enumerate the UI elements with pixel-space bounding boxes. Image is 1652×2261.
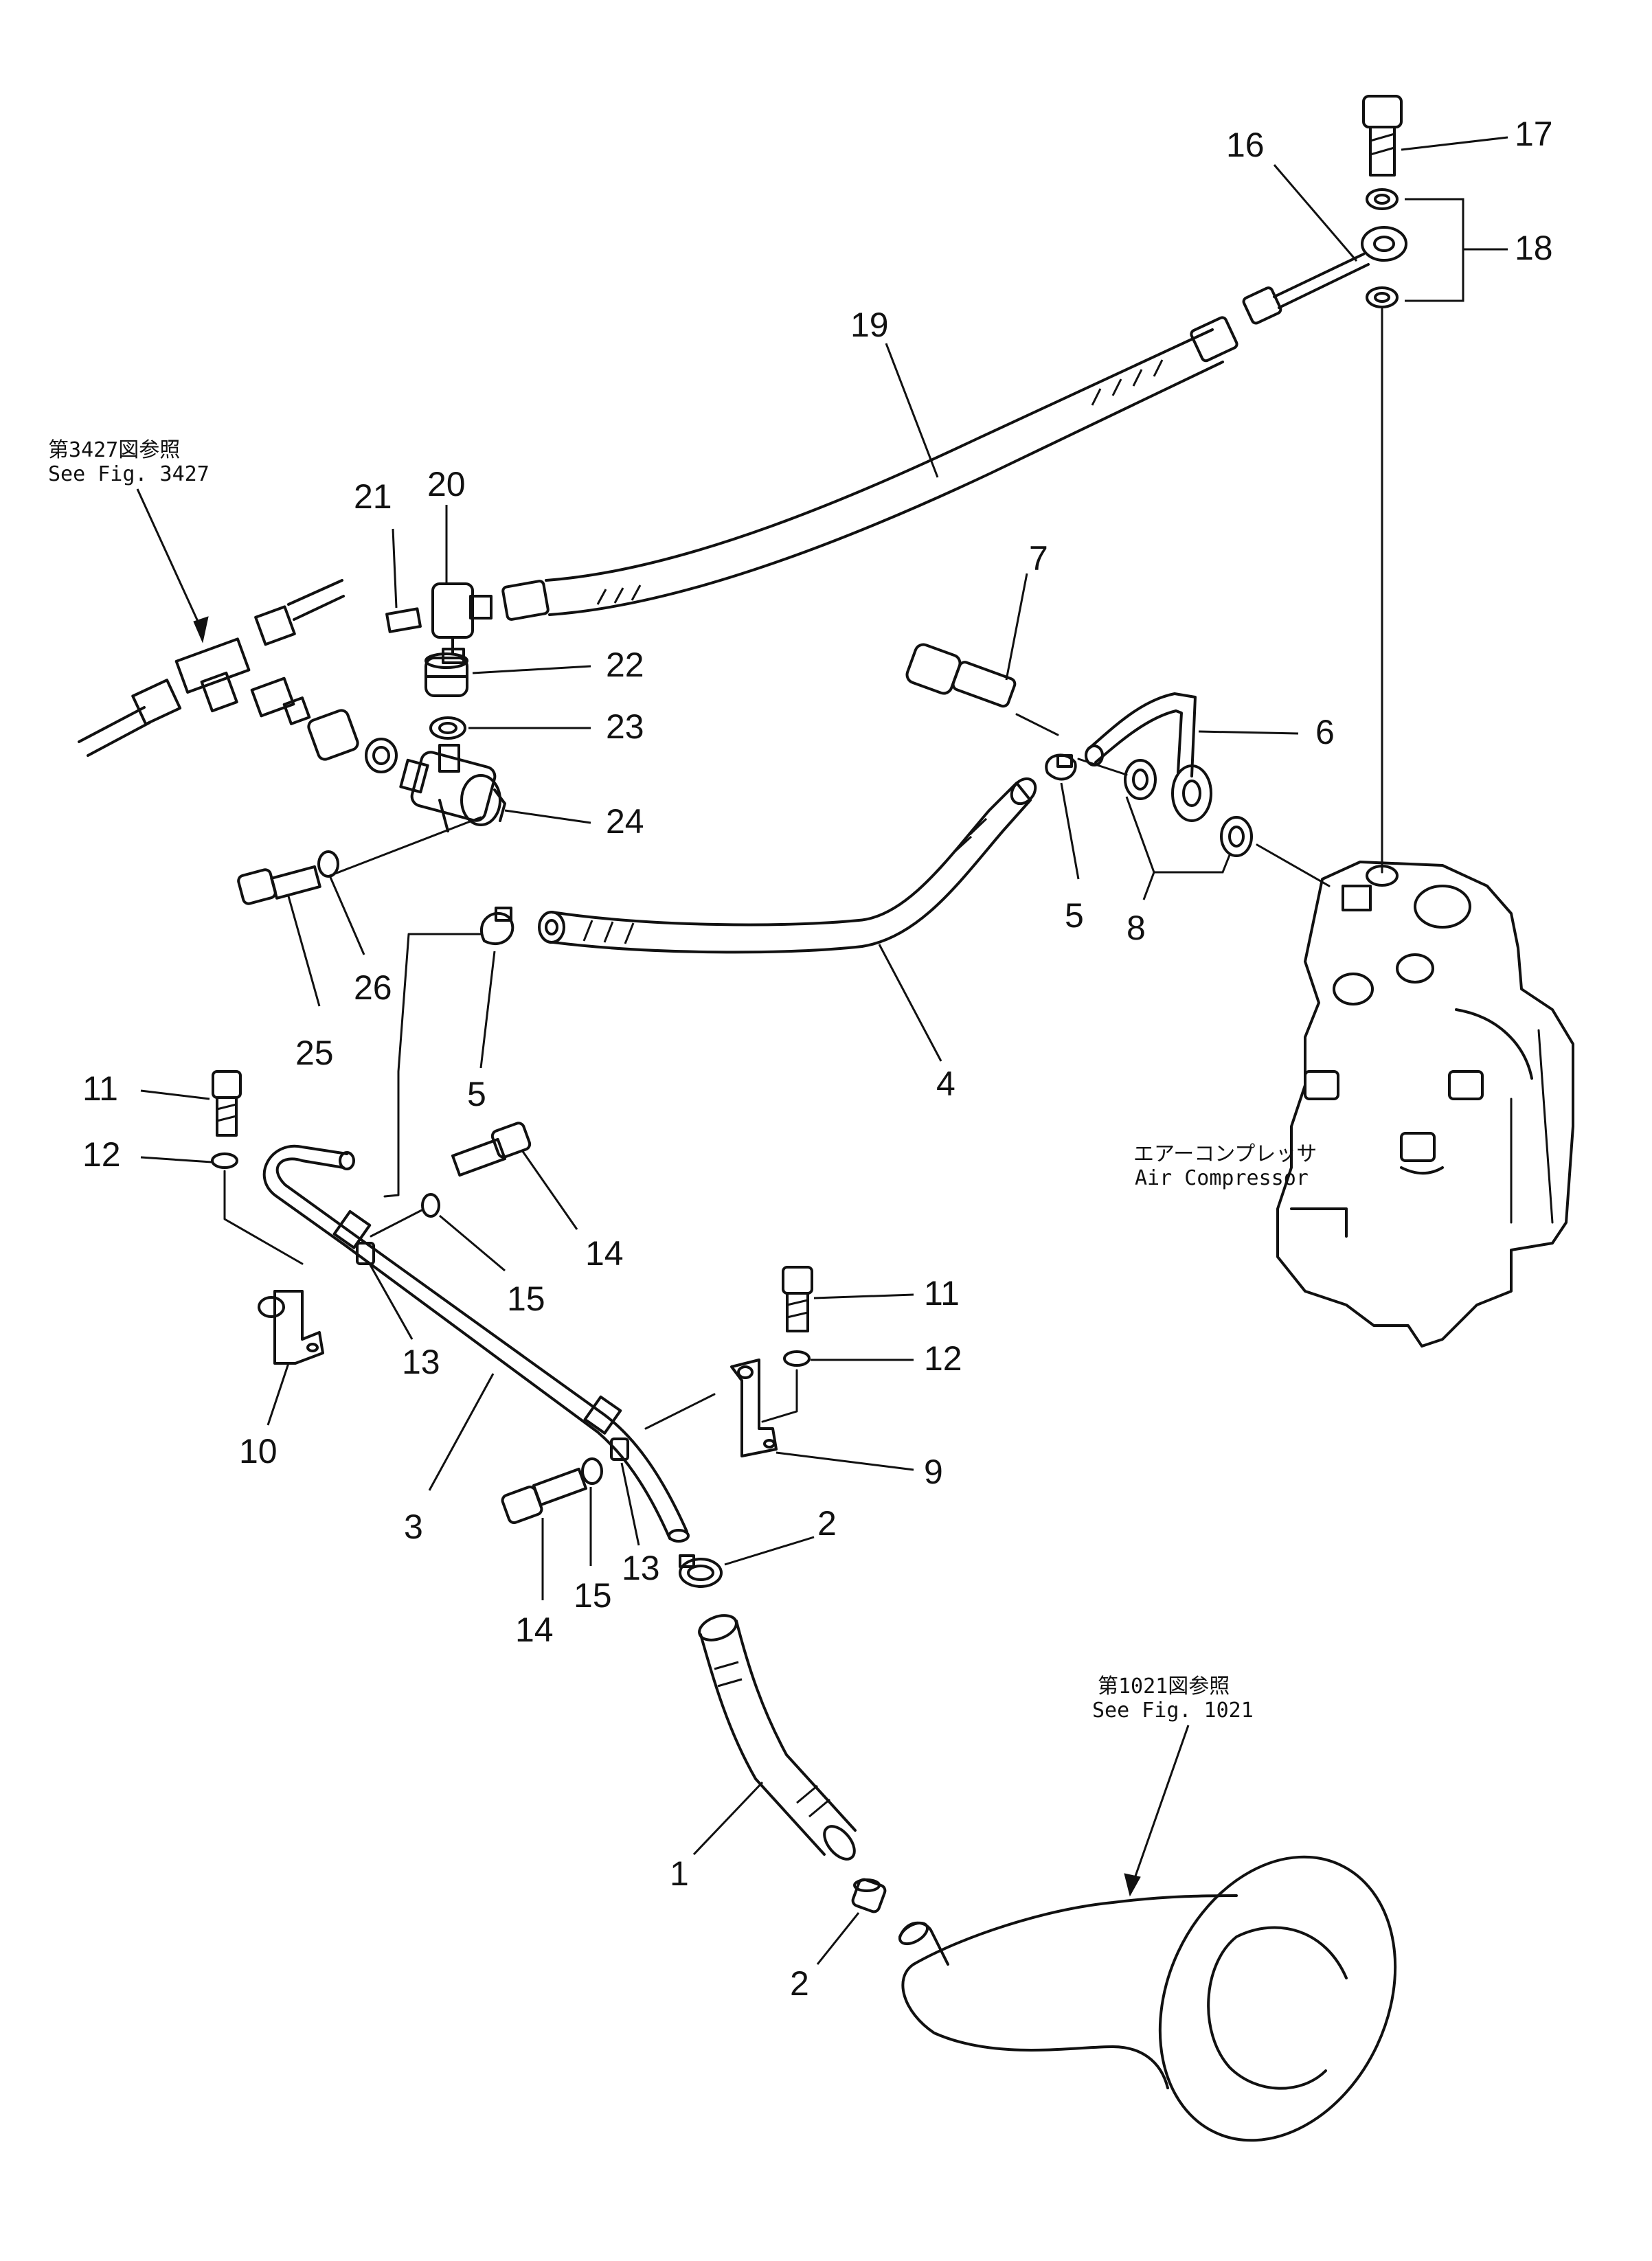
spacer-22 (425, 652, 468, 697)
label-20: 20 (427, 465, 466, 503)
label-26: 26 (354, 968, 392, 1007)
clip-13-a (356, 1242, 375, 1265)
ref-fig-3427-arrow (136, 488, 204, 633)
ref-fig-3427: 第3427図参照 See Fig. 3427 (48, 438, 210, 644)
intake-duct (898, 1855, 1397, 2142)
label-24: 24 (606, 802, 644, 841)
gaskets-8 (1124, 759, 1253, 857)
clamp-2-lower (851, 1878, 887, 1913)
clamp-5-upper (1045, 753, 1077, 781)
air-compressor (1276, 861, 1574, 1348)
label-12a: 12 (82, 1135, 121, 1174)
label-12b: 12 (924, 1339, 962, 1378)
washer-15-a (421, 1193, 440, 1218)
label-25: 25 (295, 1034, 334, 1072)
arrowhead-icon (193, 616, 209, 644)
label-18: 18 (1515, 229, 1553, 267)
air-compressor-label: エアーコンプレッサ Air Compressor (1133, 1142, 1317, 1190)
label-8: 8 (1127, 909, 1146, 947)
tee-fitting-assembly (78, 579, 398, 773)
label-11b: 11 (924, 1274, 960, 1313)
bracket-10 (258, 1290, 324, 1365)
pipe-3 (262, 1144, 690, 1543)
hose-19 (501, 316, 1238, 621)
bolt-11-a (212, 1070, 242, 1137)
ref-fig-1021: 第1021図参照 See Fig. 1021 (1092, 1674, 1254, 1897)
washer-12-b (783, 1350, 811, 1367)
label-17: 17 (1515, 115, 1553, 153)
arrowhead-icon (1124, 1873, 1141, 1897)
assembly-line-10 (223, 1170, 304, 1265)
assembly-line-15a (370, 1209, 423, 1238)
label-15b: 15 (574, 1576, 612, 1615)
label-7: 7 (1029, 539, 1048, 578)
label-6: 6 (1315, 713, 1335, 751)
label-3: 3 (404, 1508, 423, 1546)
bolt-14-a (451, 1122, 532, 1177)
hose-4 (538, 777, 1037, 954)
washers-18 (1366, 188, 1399, 308)
assembly-lines (328, 713, 1331, 1198)
plug-21 (385, 607, 422, 633)
label-2b: 2 (790, 1964, 809, 2003)
label-4: 4 (936, 1065, 955, 1103)
ref-fig-3427-en: See Fig. 3427 (48, 462, 210, 486)
bracket-9 (730, 1359, 778, 1457)
label-21: 21 (354, 477, 392, 516)
air-compressor-label-jp: エアーコンプレッサ (1133, 1142, 1317, 1166)
label-11a: 11 (82, 1069, 118, 1108)
label-13b: 13 (622, 1549, 660, 1587)
tee-elbow-20 (431, 582, 493, 664)
tube-6 (1085, 692, 1212, 822)
label-5a: 5 (1065, 896, 1084, 935)
label-23: 23 (606, 707, 644, 746)
clamp-5-lower (479, 907, 514, 946)
connector-7 (905, 643, 1017, 708)
clamp-2-upper (679, 1554, 723, 1588)
label-10: 10 (239, 1432, 278, 1470)
label-9: 9 (924, 1453, 943, 1491)
assembly-line-9 (761, 1369, 798, 1423)
bolt-25 (237, 865, 321, 905)
label-15a: 15 (507, 1280, 545, 1318)
label-16: 16 (1226, 126, 1265, 164)
bolt-17 (1362, 95, 1403, 177)
ref-fig-1021-en: See Fig. 1021 (1092, 1698, 1254, 1723)
banjo-pipe-16 (1242, 226, 1407, 325)
label-1: 1 (670, 1854, 689, 1893)
washer-26 (317, 850, 339, 878)
label-13a: 13 (402, 1343, 440, 1381)
air-compressor-label-en: Air Compressor (1135, 1166, 1309, 1190)
washer-23 (429, 716, 466, 740)
ref-fig-1021-arrow (1132, 1725, 1190, 1883)
assembly-line-13b (644, 1393, 716, 1430)
label-22: 22 (606, 646, 644, 684)
label-5b: 5 (467, 1075, 486, 1113)
label-2a: 2 (817, 1504, 837, 1543)
clip-13-b (610, 1438, 629, 1461)
callouts: 17 16 18 19 21 20 22 23 24 7 6 5 8 4 5 2 (82, 115, 1553, 2003)
washer-15-b (581, 1457, 603, 1485)
hose-1 (698, 1614, 857, 1861)
ref-fig-1021-jp: 第1021図参照 (1098, 1674, 1230, 1698)
bolt-14-b (501, 1467, 588, 1525)
valve-body-24 (399, 744, 506, 832)
washer-12-a (211, 1152, 238, 1169)
ref-fig-3427-jp: 第3427図参照 (48, 438, 180, 462)
label-14b: 14 (515, 1611, 554, 1649)
bolt-11-b (782, 1266, 813, 1332)
label-19: 19 (850, 306, 889, 344)
label-14a: 14 (585, 1234, 624, 1273)
